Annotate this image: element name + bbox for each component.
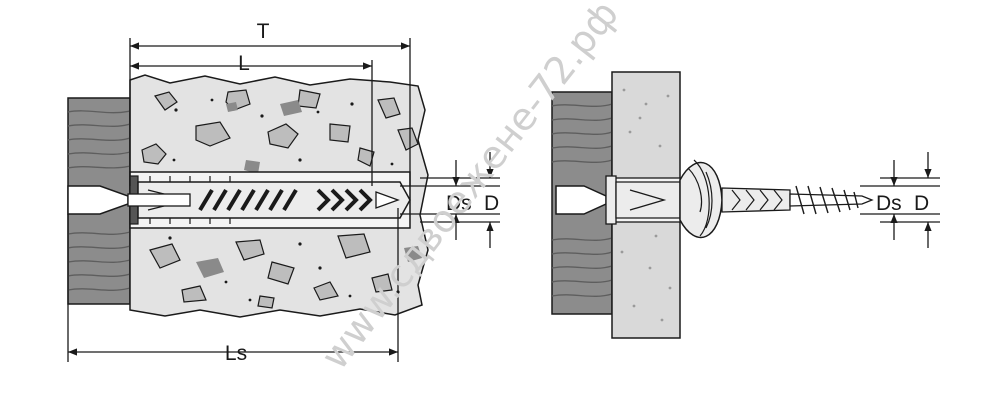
label-L: L <box>238 52 250 75</box>
label-Ls: Ls <box>225 342 247 365</box>
label-Ds-right: Ds <box>876 192 902 215</box>
right-dimensions <box>860 152 940 248</box>
screw-chevrons <box>316 188 373 212</box>
aggregate-dots <box>168 98 400 302</box>
label-Ds-left: Ds <box>446 192 472 215</box>
label-T: T <box>257 20 270 43</box>
aggregate-dark <box>196 100 422 278</box>
label-D-left: D <box>484 192 499 215</box>
right-assembly <box>551 71 874 339</box>
left-assembly <box>67 74 429 318</box>
label-D-right: D <box>914 192 929 215</box>
screw-thread-hatch <box>198 188 298 212</box>
expanded-anchor <box>555 159 874 239</box>
screw-left <box>67 185 400 215</box>
left-dimensions <box>67 38 500 362</box>
